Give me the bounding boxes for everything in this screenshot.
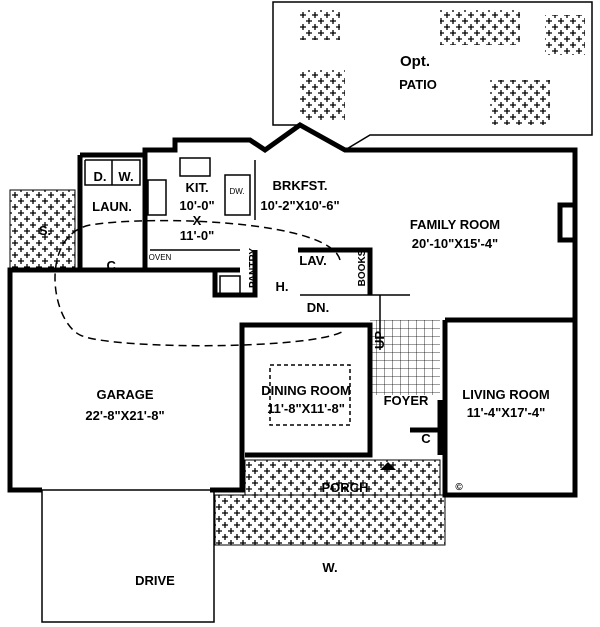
- books-label: BOOKS: [357, 249, 368, 286]
- kitchen-label: KIT.: [185, 180, 208, 195]
- patio-opt-label: Opt.: [400, 53, 430, 70]
- oven-label: OVEN: [149, 253, 172, 262]
- family-room-label: FAMILY ROOM: [410, 217, 500, 232]
- foyer-tile: [370, 320, 440, 395]
- closet-label: C.: [107, 258, 120, 273]
- storage-label: S.: [39, 223, 51, 238]
- car-path: [54, 219, 346, 347]
- porch-label: PORCH: [322, 480, 369, 495]
- garage-size: 22'-8"X21'-8": [85, 408, 164, 423]
- dining-room-size: 11'-8"X11'-8": [267, 401, 345, 416]
- dishwasher-label: DW.: [229, 187, 244, 196]
- foyer-closet-label: C: [421, 431, 431, 446]
- living-room-size: 11'-4"X17'-4": [467, 405, 546, 420]
- copyright-mark: ©: [455, 482, 463, 493]
- kitchen-size-x: X: [193, 213, 202, 228]
- living-room-label: LIVING ROOM: [462, 387, 549, 402]
- walls: [7, 122, 578, 498]
- stairs-down-label: DN.: [307, 300, 329, 315]
- hall-label: H.: [276, 279, 289, 294]
- kitchen-size-b: 11'-0": [180, 228, 215, 243]
- lav-label: LAV.: [299, 253, 326, 268]
- walk-label: W.: [322, 560, 337, 575]
- dining-room-label: DINING ROOM: [261, 383, 351, 398]
- pantry-label: PANTRY: [248, 248, 259, 288]
- drive-label: DRIVE: [135, 573, 175, 588]
- foyer-label: FOYER: [384, 393, 429, 408]
- laundry-label: LAUN.: [92, 199, 132, 214]
- patio-label: PATIO: [399, 77, 437, 92]
- breakfast-size: 10'-2"X10'-6": [260, 198, 339, 213]
- stairs-up-label: UP: [372, 331, 387, 349]
- patio: Opt. PATIO: [272, 1, 593, 151]
- storage-area: [9, 189, 76, 271]
- drive-area: [41, 489, 215, 623]
- dryer-label: W.: [118, 169, 133, 184]
- garage-label: GARAGE: [96, 387, 153, 402]
- breakfast-label: BRKFST.: [273, 178, 328, 193]
- family-room-size: 20'-10"X15'-4": [412, 236, 498, 251]
- walk-area: [214, 494, 446, 546]
- washer-label: D.: [94, 169, 107, 184]
- entry-arrow-icon: [380, 462, 396, 470]
- kitchen-size-a: 10'-0": [179, 198, 214, 213]
